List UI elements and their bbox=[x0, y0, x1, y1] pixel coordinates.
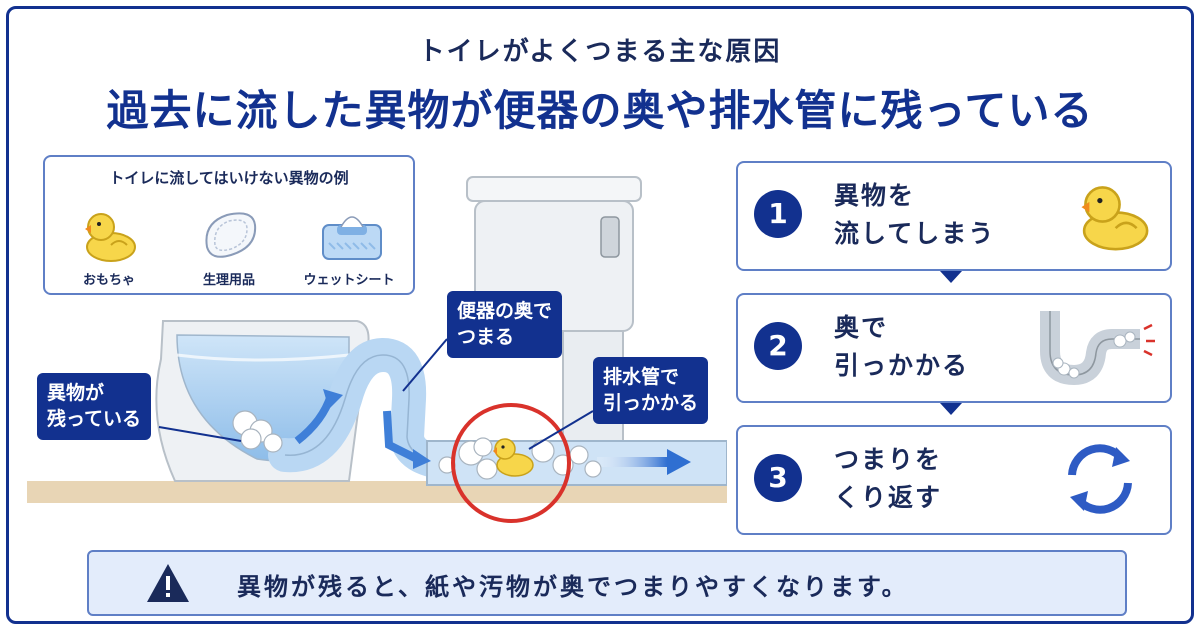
callout-clog-back: 便器の奥で つまる bbox=[447, 291, 563, 359]
problem-highlight-circle bbox=[451, 403, 571, 523]
warning-text: 異物が残ると、紙や汚物が奥でつまりやすくなります。 bbox=[237, 573, 909, 601]
floor bbox=[27, 481, 727, 503]
step-text: 奥で 引っかかる bbox=[834, 313, 970, 380]
rubber-duck-icon bbox=[1081, 186, 1149, 251]
examples-title: トイレに流してはいけない異物の例 bbox=[109, 169, 349, 187]
debris-in-pipe bbox=[438, 437, 602, 480]
callout-pipe-stuck: 排水管で 引っかかる bbox=[593, 357, 709, 425]
subtitle: トイレがよくつまる主な原因 bbox=[418, 37, 782, 67]
example-wipes: ウェットシート bbox=[289, 199, 409, 289]
cycle-arrows-icon bbox=[1068, 444, 1132, 514]
sanitary-pad-icon bbox=[205, 212, 257, 258]
example-sanitary: 生理用品 bbox=[169, 199, 289, 289]
toilet-drain-illustration bbox=[27, 176, 727, 523]
example-toy: おもちゃ bbox=[49, 199, 169, 289]
rubber-duck-icon bbox=[85, 213, 136, 262]
step-arrow bbox=[940, 271, 962, 283]
step-number: 2 bbox=[754, 322, 802, 370]
drain-pipe-icon bbox=[1040, 311, 1155, 386]
warning-icon bbox=[147, 564, 189, 602]
example-label: ウェットシート bbox=[303, 273, 395, 288]
warning-banner: 異物が残ると、紙や汚物が奥でつまりやすくなります。 bbox=[87, 550, 1127, 616]
step-number: 3 bbox=[754, 454, 802, 502]
example-label: 生理用品 bbox=[202, 273, 255, 288]
step-text: 異物を 流してしまう bbox=[834, 181, 996, 248]
step-1: 1 異物を 流してしまう bbox=[736, 161, 1172, 271]
callout-remaining: 異物が 残っている bbox=[37, 373, 152, 441]
flow-arrows bbox=[294, 389, 691, 475]
example-label: おもちゃ bbox=[82, 273, 135, 288]
rubber-duck-icon bbox=[493, 438, 534, 477]
step-arrow bbox=[940, 403, 962, 415]
wet-wipes-icon bbox=[322, 216, 382, 260]
main-title: 過去に流した異物が便器の奥や排水管に残っている bbox=[106, 86, 1094, 135]
debris-in-bowl bbox=[232, 410, 283, 453]
step-2: 2 奥で 引っかかる bbox=[736, 293, 1172, 403]
foreign-objects-examples: トイレに流してはいけない異物の例 おもちゃ 生理用品 bbox=[43, 155, 415, 295]
infographic-frame: トイレがよくつまる主な原因 過去に流した異物が便器の奥や排水管に残っている トイ… bbox=[6, 6, 1194, 624]
step-3: 3 つまりを くり返す bbox=[736, 425, 1172, 535]
step-text: つまりを くり返す bbox=[834, 445, 943, 512]
step-number: 1 bbox=[754, 190, 802, 238]
